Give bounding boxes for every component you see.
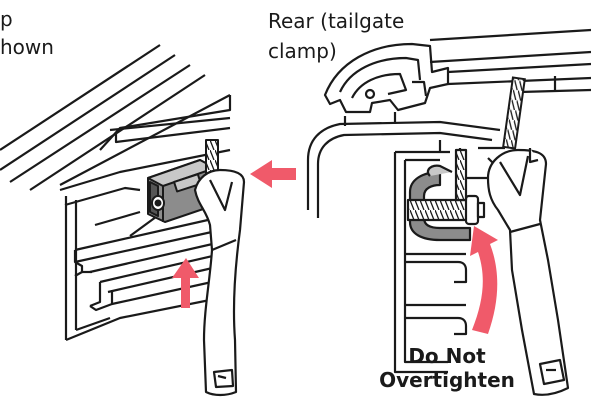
warning-line2: Overtighten: [379, 368, 515, 392]
right-clamp: [406, 148, 486, 242]
right-bed-wall: [306, 112, 505, 374]
warning-line1: Do Not: [408, 344, 486, 368]
left-caption-line2: hown: [0, 35, 54, 59]
left-caption-line1: p: [0, 7, 13, 31]
arrow-up-pointing: [172, 258, 199, 308]
left-clamp: [147, 139, 219, 223]
left-arrows: [172, 160, 296, 308]
cross-rail: [429, 28, 591, 94]
arrow-right-pointing: [250, 160, 296, 188]
right-handle: [486, 148, 570, 396]
rear-label-line1: Rear (tailgate: [268, 9, 405, 33]
left-handle: [193, 168, 246, 397]
tailgate-cap: [323, 42, 450, 114]
tighten-arrow: [470, 226, 498, 334]
right-threaded-rod: [502, 76, 526, 150]
rear-label-line2: clamp): [268, 39, 337, 63]
